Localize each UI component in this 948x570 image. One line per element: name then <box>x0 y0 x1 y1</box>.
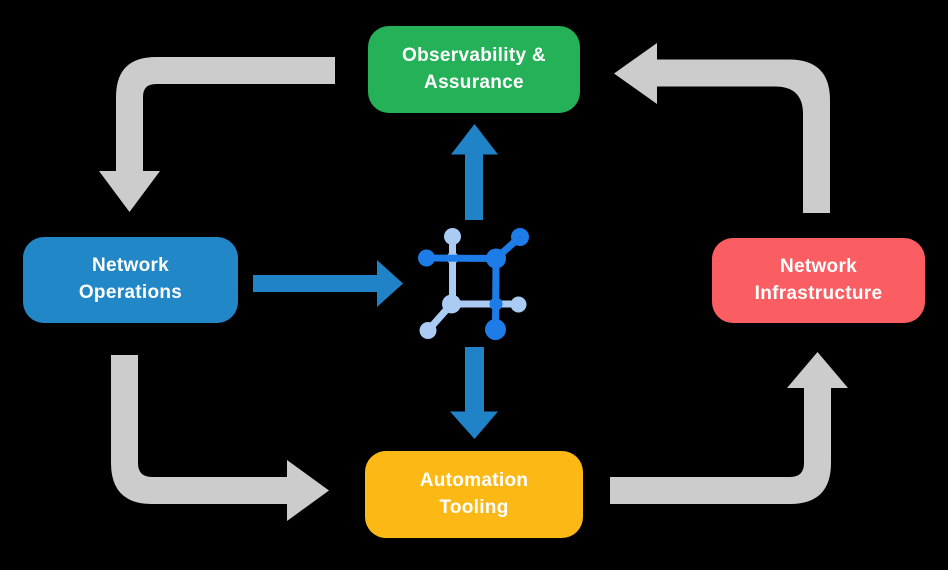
node-operations-label: Network Operations <box>78 255 183 303</box>
arrow-observability-to-operations <box>99 57 335 212</box>
arrow-center-to-observability <box>451 124 498 220</box>
node-observability-assurance: Observability & Assurance <box>368 26 580 113</box>
network-mesh-icon <box>418 228 529 340</box>
node-infrastructure-label: Network Infrastructure <box>754 255 883 304</box>
node-observability-label: Observability & Assurance <box>402 44 546 93</box>
arrow-operations-to-center <box>253 260 403 307</box>
node-network-infrastructure: Network Infrastructure <box>712 238 925 323</box>
arrow-operations-to-automation <box>111 355 329 521</box>
node-automation-tooling: Automation Tooling <box>365 451 583 538</box>
arrow-automation-to-infrastructure <box>610 352 848 504</box>
arrow-infrastructure-to-observability <box>614 43 830 213</box>
node-automation-label: Automation Tooling <box>419 469 529 518</box>
node-network-operations: Network Operations <box>23 237 238 323</box>
arrow-center-to-automation <box>450 347 498 439</box>
